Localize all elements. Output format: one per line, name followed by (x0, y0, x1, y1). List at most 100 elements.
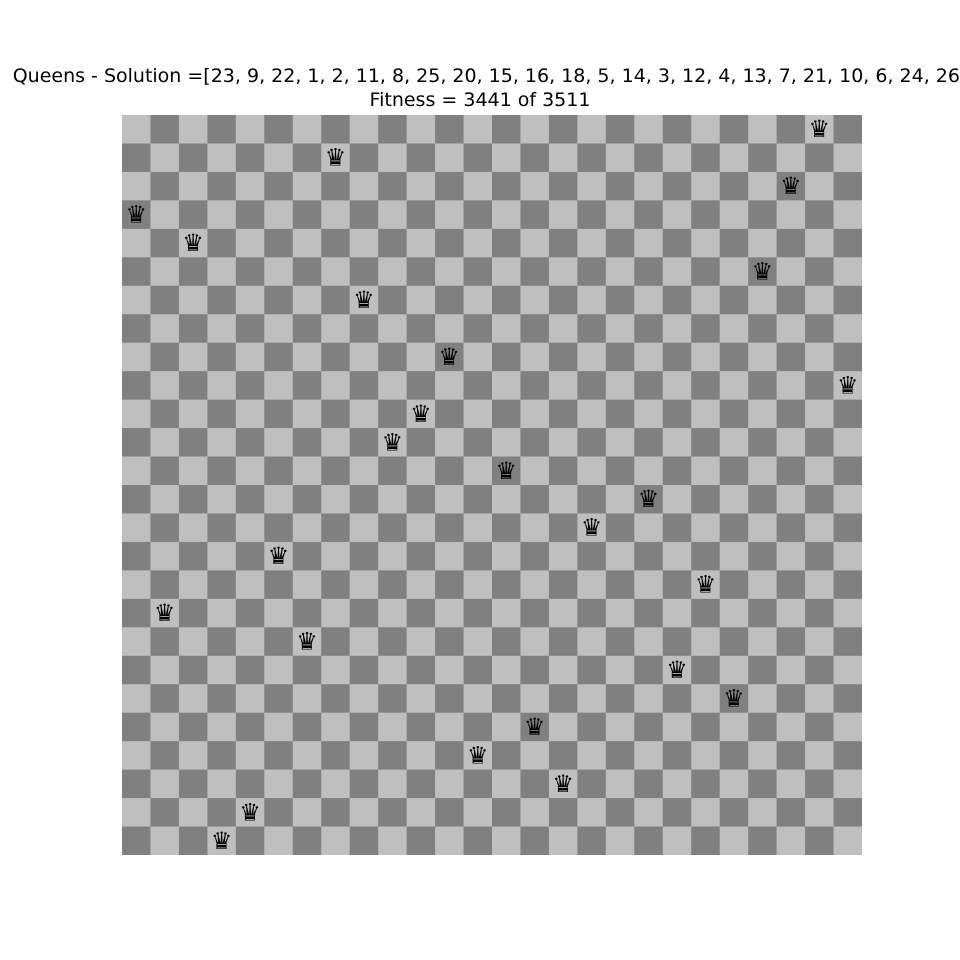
board-square (634, 826, 664, 855)
board-square (321, 741, 351, 771)
board-square (748, 627, 778, 657)
board-square (776, 115, 806, 144)
board-square (122, 228, 151, 258)
board-square (548, 285, 578, 315)
board-square (378, 143, 408, 173)
board-square (207, 485, 237, 514)
board-square (349, 456, 379, 486)
board-square (805, 513, 835, 543)
board-square (691, 712, 721, 742)
board-square (406, 314, 436, 344)
board-square (178, 826, 208, 855)
board-square (150, 228, 180, 258)
board-square (435, 655, 465, 685)
board-square (548, 769, 578, 799)
board-square (605, 200, 635, 230)
board-square (406, 712, 436, 742)
board-square (662, 627, 692, 657)
board-square (435, 712, 465, 742)
board-square (349, 826, 379, 855)
board-square (292, 200, 322, 230)
board-square (406, 769, 436, 799)
board-square (378, 171, 408, 201)
board-square (207, 541, 237, 571)
board-square (492, 826, 521, 855)
board-square (207, 257, 237, 287)
board-square (833, 428, 862, 458)
board-square (463, 741, 493, 771)
board-square (719, 399, 749, 429)
board-square (577, 115, 607, 144)
board-square (207, 598, 237, 628)
board-square (463, 627, 493, 657)
board-square (321, 513, 351, 543)
board-square (691, 798, 721, 828)
board-square (207, 769, 237, 799)
board-square (321, 314, 351, 344)
board-square (662, 513, 692, 543)
board-square (435, 257, 465, 287)
board-square (349, 798, 379, 828)
board-square (178, 143, 208, 173)
board-square (805, 741, 835, 771)
board-square (833, 257, 862, 287)
board-square (719, 143, 749, 173)
board-square (748, 228, 778, 258)
board-square (264, 570, 294, 600)
board-square (805, 428, 835, 458)
board-square (548, 456, 578, 486)
board-square (520, 570, 550, 600)
queen-piece: ♛ (296, 628, 318, 656)
chart-subtitle: Fitness = 3441 of 3511 (369, 89, 591, 111)
board-square (463, 598, 493, 628)
board-square (207, 741, 237, 771)
board-square (748, 684, 778, 714)
board-square (321, 371, 351, 401)
board-square (122, 598, 151, 628)
board-square (719, 513, 749, 543)
queen-piece: ♛ (325, 144, 347, 172)
board-square (122, 627, 151, 657)
board-square (662, 769, 692, 799)
board-square (122, 314, 151, 344)
board-square (548, 684, 578, 714)
board-square (520, 342, 550, 372)
board-square (150, 541, 180, 571)
board-square (235, 143, 265, 173)
queen-piece: ♛ (495, 457, 517, 485)
board-square (406, 228, 436, 258)
board-square (719, 712, 749, 742)
board-square (207, 228, 237, 258)
board-square (122, 143, 151, 173)
board-square (321, 684, 351, 714)
board-square (691, 684, 721, 714)
board-square (605, 399, 635, 429)
board-square (349, 513, 379, 543)
board-square (378, 712, 408, 742)
board-square (264, 228, 294, 258)
board-square (748, 314, 778, 344)
board-square (833, 513, 862, 543)
board-square (378, 627, 408, 657)
board-square (150, 769, 180, 799)
board-square (150, 655, 180, 685)
board-square (292, 513, 322, 543)
board-square (691, 627, 721, 657)
board-square (349, 598, 379, 628)
board-square (349, 371, 379, 401)
board-square (349, 342, 379, 372)
queen-piece: ♛ (125, 201, 147, 229)
board-square (605, 627, 635, 657)
board-square (349, 143, 379, 173)
board-square (378, 371, 408, 401)
board-square (776, 143, 806, 173)
board-square (492, 655, 521, 685)
board-square (150, 200, 180, 230)
board-square (548, 371, 578, 401)
board-square (776, 712, 806, 742)
board-square (520, 143, 550, 173)
board-square (122, 399, 151, 429)
queen-piece: ♛ (809, 115, 831, 143)
board-square (122, 655, 151, 685)
board-square (406, 371, 436, 401)
